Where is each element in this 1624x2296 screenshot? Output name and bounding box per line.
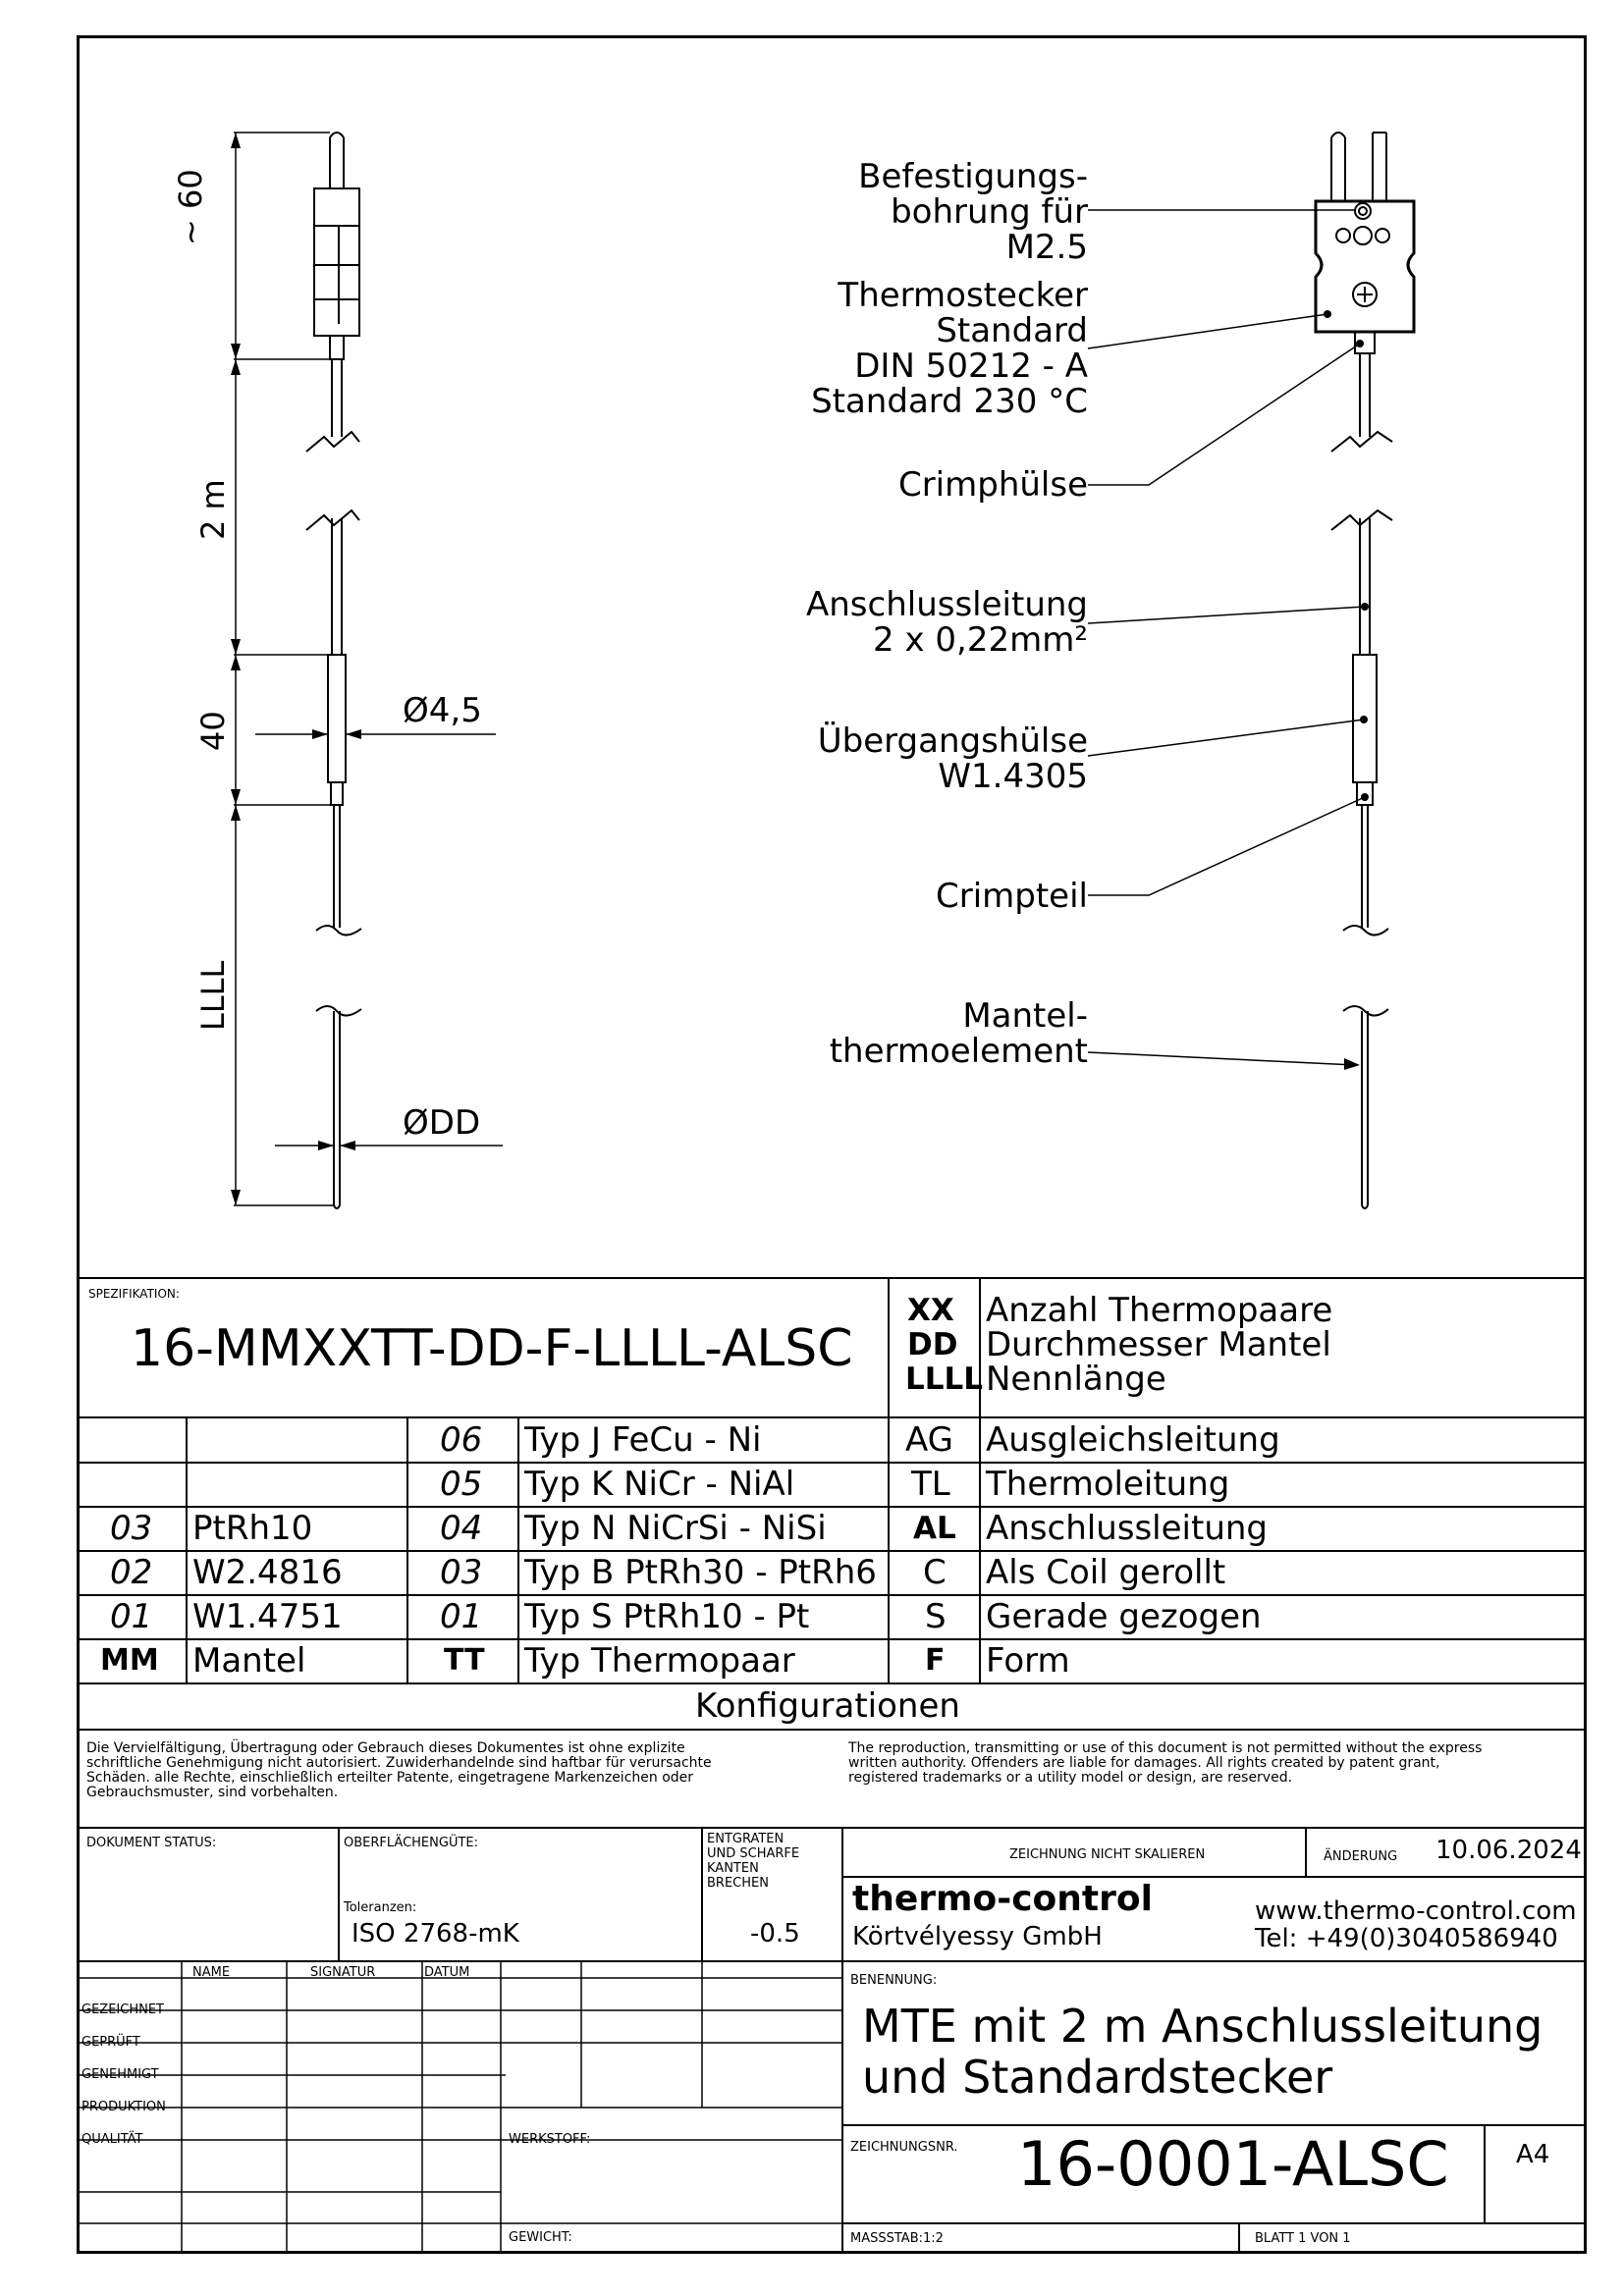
revision-date: 10.06.2024: [1435, 1836, 1582, 1865]
copyright-notice-de: Die Vervielfältigung, Übertragung oder G…: [86, 1740, 712, 1800]
tolerances-value: ISO 2768-mK: [352, 1919, 519, 1949]
company-website: www.thermo-control.com: [1255, 1896, 1577, 1926]
config-f: AL: [913, 1511, 956, 1546]
drawing-frame: [77, 35, 1587, 2254]
company-subname: Körtvélyessy GmbH: [852, 1922, 1103, 1951]
dim-60: ~ 60: [172, 169, 209, 245]
role-produktion: PRODUKTION: [81, 2100, 166, 2114]
plug-pin: [329, 132, 345, 188]
config-mm: 01: [110, 1597, 153, 1636]
company-name: thermo-control: [852, 1879, 1153, 1919]
designation-label: BENENNUNG:: [850, 1973, 938, 1988]
col-datum: DATUM: [424, 1965, 470, 1980]
config-type: Typ N NiCrSi - NiSi: [524, 1509, 827, 1548]
config-header-form: Form: [986, 1641, 1070, 1681]
dim-40: 40: [194, 711, 232, 751]
config-tt: 05: [440, 1465, 483, 1504]
spec-key-xx: XX: [907, 1293, 954, 1328]
config-type: Typ K NiCr - NiAl: [524, 1465, 795, 1504]
revision-label: ÄNDERUNG: [1324, 1849, 1398, 1864]
spec-desc-llll: Nennlänge: [986, 1360, 1166, 1399]
do-not-scale: ZEICHNUNG NICHT SKALIEREN: [1009, 1847, 1206, 1862]
material-label: WERKSTOFF:: [509, 2132, 591, 2147]
role-genehmigt: GENEHMIGT: [81, 2067, 159, 2082]
spec-key-dd: DD: [907, 1327, 958, 1362]
config-header-material: Mantel: [192, 1641, 306, 1681]
config-material: W1.4751: [192, 1597, 343, 1636]
config-type: Typ B PtRh30 - PtRh6: [524, 1553, 877, 1592]
config-tt: 03: [440, 1553, 483, 1592]
config-material: W2.4816: [192, 1553, 343, 1592]
company-phone: Tel: +49(0)3040586940: [1255, 1924, 1558, 1953]
config-f: AG: [905, 1420, 954, 1460]
dim-2m: 2 m: [194, 479, 232, 540]
col-signatur: SIGNATUR: [310, 1965, 376, 1980]
config-f: TL: [911, 1465, 950, 1504]
config-f: S: [925, 1597, 947, 1636]
config-form: Anschlussleitung: [986, 1509, 1269, 1548]
sheet-number: BLATT 1 VON 1: [1255, 2231, 1351, 2246]
callout-anschlussleitung: Anschlussleitung 2 x 0,22mm²: [805, 585, 1088, 660]
dim-diameter-45: Ø4,5: [403, 691, 482, 730]
weight-label: GEWICHT:: [509, 2230, 572, 2245]
config-form: Als Coil gerollt: [986, 1553, 1226, 1592]
designation-title: MTE mit 2 m Anschlussleitung und Standar…: [862, 2000, 1543, 2104]
callout-crimpteil: Crimpteil: [935, 877, 1088, 916]
callout-mantelthermoelement: Mantel- thermoelement: [829, 996, 1088, 1071]
config-form: Thermoleitung: [986, 1465, 1230, 1504]
config-tt: 06: [440, 1420, 483, 1460]
config-mm: 02: [110, 1553, 153, 1592]
config-header-f: F: [925, 1643, 946, 1678]
surface-quality-label: OBERFLÄCHENGÜTE:: [344, 1836, 478, 1850]
spec-key-llll: LLLL: [905, 1362, 984, 1397]
drawing-number-label: ZEICHNUNGSNR.: [850, 2140, 958, 2155]
scale: MASSSTAB:1:2: [850, 2231, 944, 2246]
role-gezeichnet: GEZEICHNET: [81, 2002, 164, 2017]
config-form: Ausgleichsleitung: [986, 1420, 1280, 1460]
role-geprueft: GEPRÜFT: [81, 2035, 140, 2050]
config-form: Gerade gezogen: [986, 1597, 1262, 1636]
callout-stecker: Thermostecker Standard DIN 50212 - A Sta…: [811, 276, 1088, 421]
transition-sleeve: [327, 654, 347, 783]
spec-label: SPEZIFIKATION:: [88, 1287, 180, 1301]
config-title: Konfigurationen: [695, 1686, 960, 1726]
document-status-label: DOKUMENT STATUS:: [86, 1836, 217, 1850]
plug-body: [313, 187, 360, 337]
deburr-value: -0.5: [750, 1919, 800, 1949]
callout-befestigung: Befestigungs- bohrung für M2.5: [858, 157, 1088, 267]
config-tt: 01: [440, 1597, 483, 1636]
role-qualitaet: QUALITÄT: [81, 2132, 143, 2147]
dim-diameter-dd: ØDD: [403, 1103, 481, 1143]
config-header-type: Typ Thermopaar: [524, 1641, 795, 1681]
callout-uebergangshuelse: Übergangshülse W1.4305: [817, 721, 1088, 796]
drawing-number: 16-0001-ALSC: [1017, 2128, 1449, 2200]
config-type: Typ S PtRh10 - Pt: [524, 1597, 810, 1636]
tolerances-label: Toleranzen:: [344, 1900, 417, 1915]
spec-desc-xx: Anzahl Thermopaare: [986, 1291, 1333, 1330]
plug-housing: [1314, 199, 1416, 334]
config-mm: 03: [110, 1509, 153, 1548]
config-header-tt: TT: [444, 1643, 485, 1678]
config-tt: 04: [440, 1509, 483, 1548]
config-f: C: [923, 1553, 947, 1592]
dim-llll: LLLL: [194, 960, 232, 1031]
paper-format: A4: [1516, 2140, 1550, 2169]
spec-desc-dd: Durchmesser Mantel: [986, 1325, 1331, 1364]
col-name: NAME: [192, 1965, 231, 1980]
config-header-mm: MM: [100, 1643, 159, 1678]
callout-crimphuelse: Crimphülse: [897, 465, 1088, 505]
spec-code: 16-MMXXTT-DD-F-LLLL-ALSC: [131, 1319, 853, 1378]
config-material: PtRh10: [192, 1509, 313, 1548]
config-type: Typ J FeCu - Ni: [524, 1420, 762, 1460]
copyright-notice-en: The reproduction, transmitting or use of…: [848, 1740, 1483, 1786]
